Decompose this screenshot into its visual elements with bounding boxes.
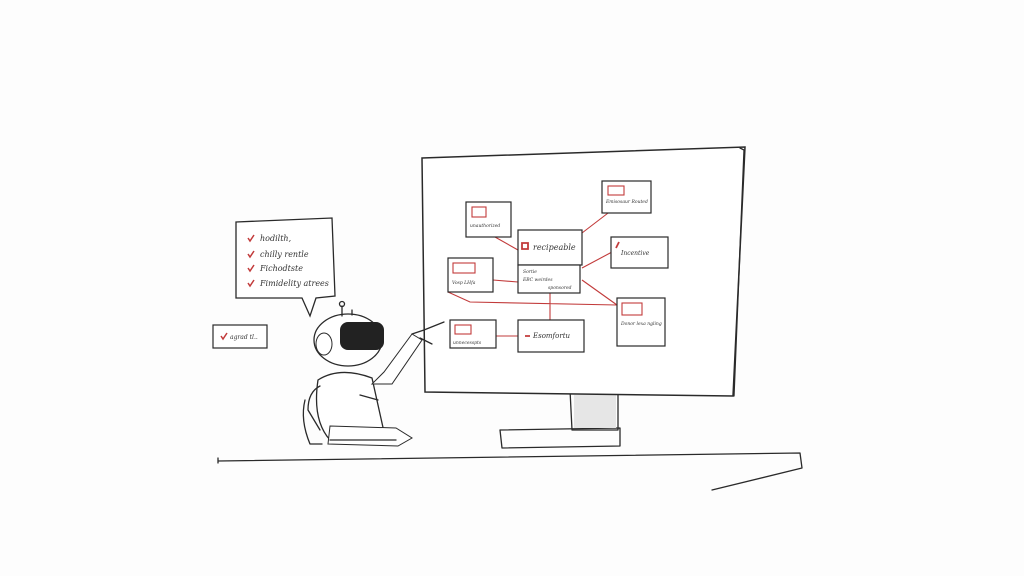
box-label: Emisosaur Routed xyxy=(605,199,648,205)
robot xyxy=(302,300,445,447)
box-label: Donor lexa ngling xyxy=(620,321,662,327)
note-box xyxy=(212,324,268,349)
box-label: Incentive xyxy=(620,250,650,257)
box-label: unnecesspts xyxy=(453,340,482,346)
box-label: unauthorized xyxy=(470,223,500,229)
box-label: Vosp LHfa xyxy=(452,280,476,286)
bubble-item: hodilth, xyxy=(260,234,291,243)
box-icons xyxy=(452,185,643,337)
center-title: recipeable xyxy=(533,243,576,252)
diagram-connectors xyxy=(447,209,618,337)
monitor-stand xyxy=(499,389,621,449)
center-line: EBC weirdes xyxy=(522,277,553,283)
note-label: agrad tl.. xyxy=(230,334,258,341)
box-label: Esomfortu xyxy=(532,332,571,340)
check-icons xyxy=(220,234,255,341)
speech-bubble xyxy=(235,217,336,318)
bubble-item: Fimidelity atrees xyxy=(259,279,329,288)
center-line: sponsored xyxy=(548,285,572,291)
desk xyxy=(217,452,803,491)
bubble-item: Fichodtste xyxy=(259,264,303,273)
center-line: Sortie xyxy=(523,269,537,275)
bubble-item: chilly rentle xyxy=(260,250,309,259)
